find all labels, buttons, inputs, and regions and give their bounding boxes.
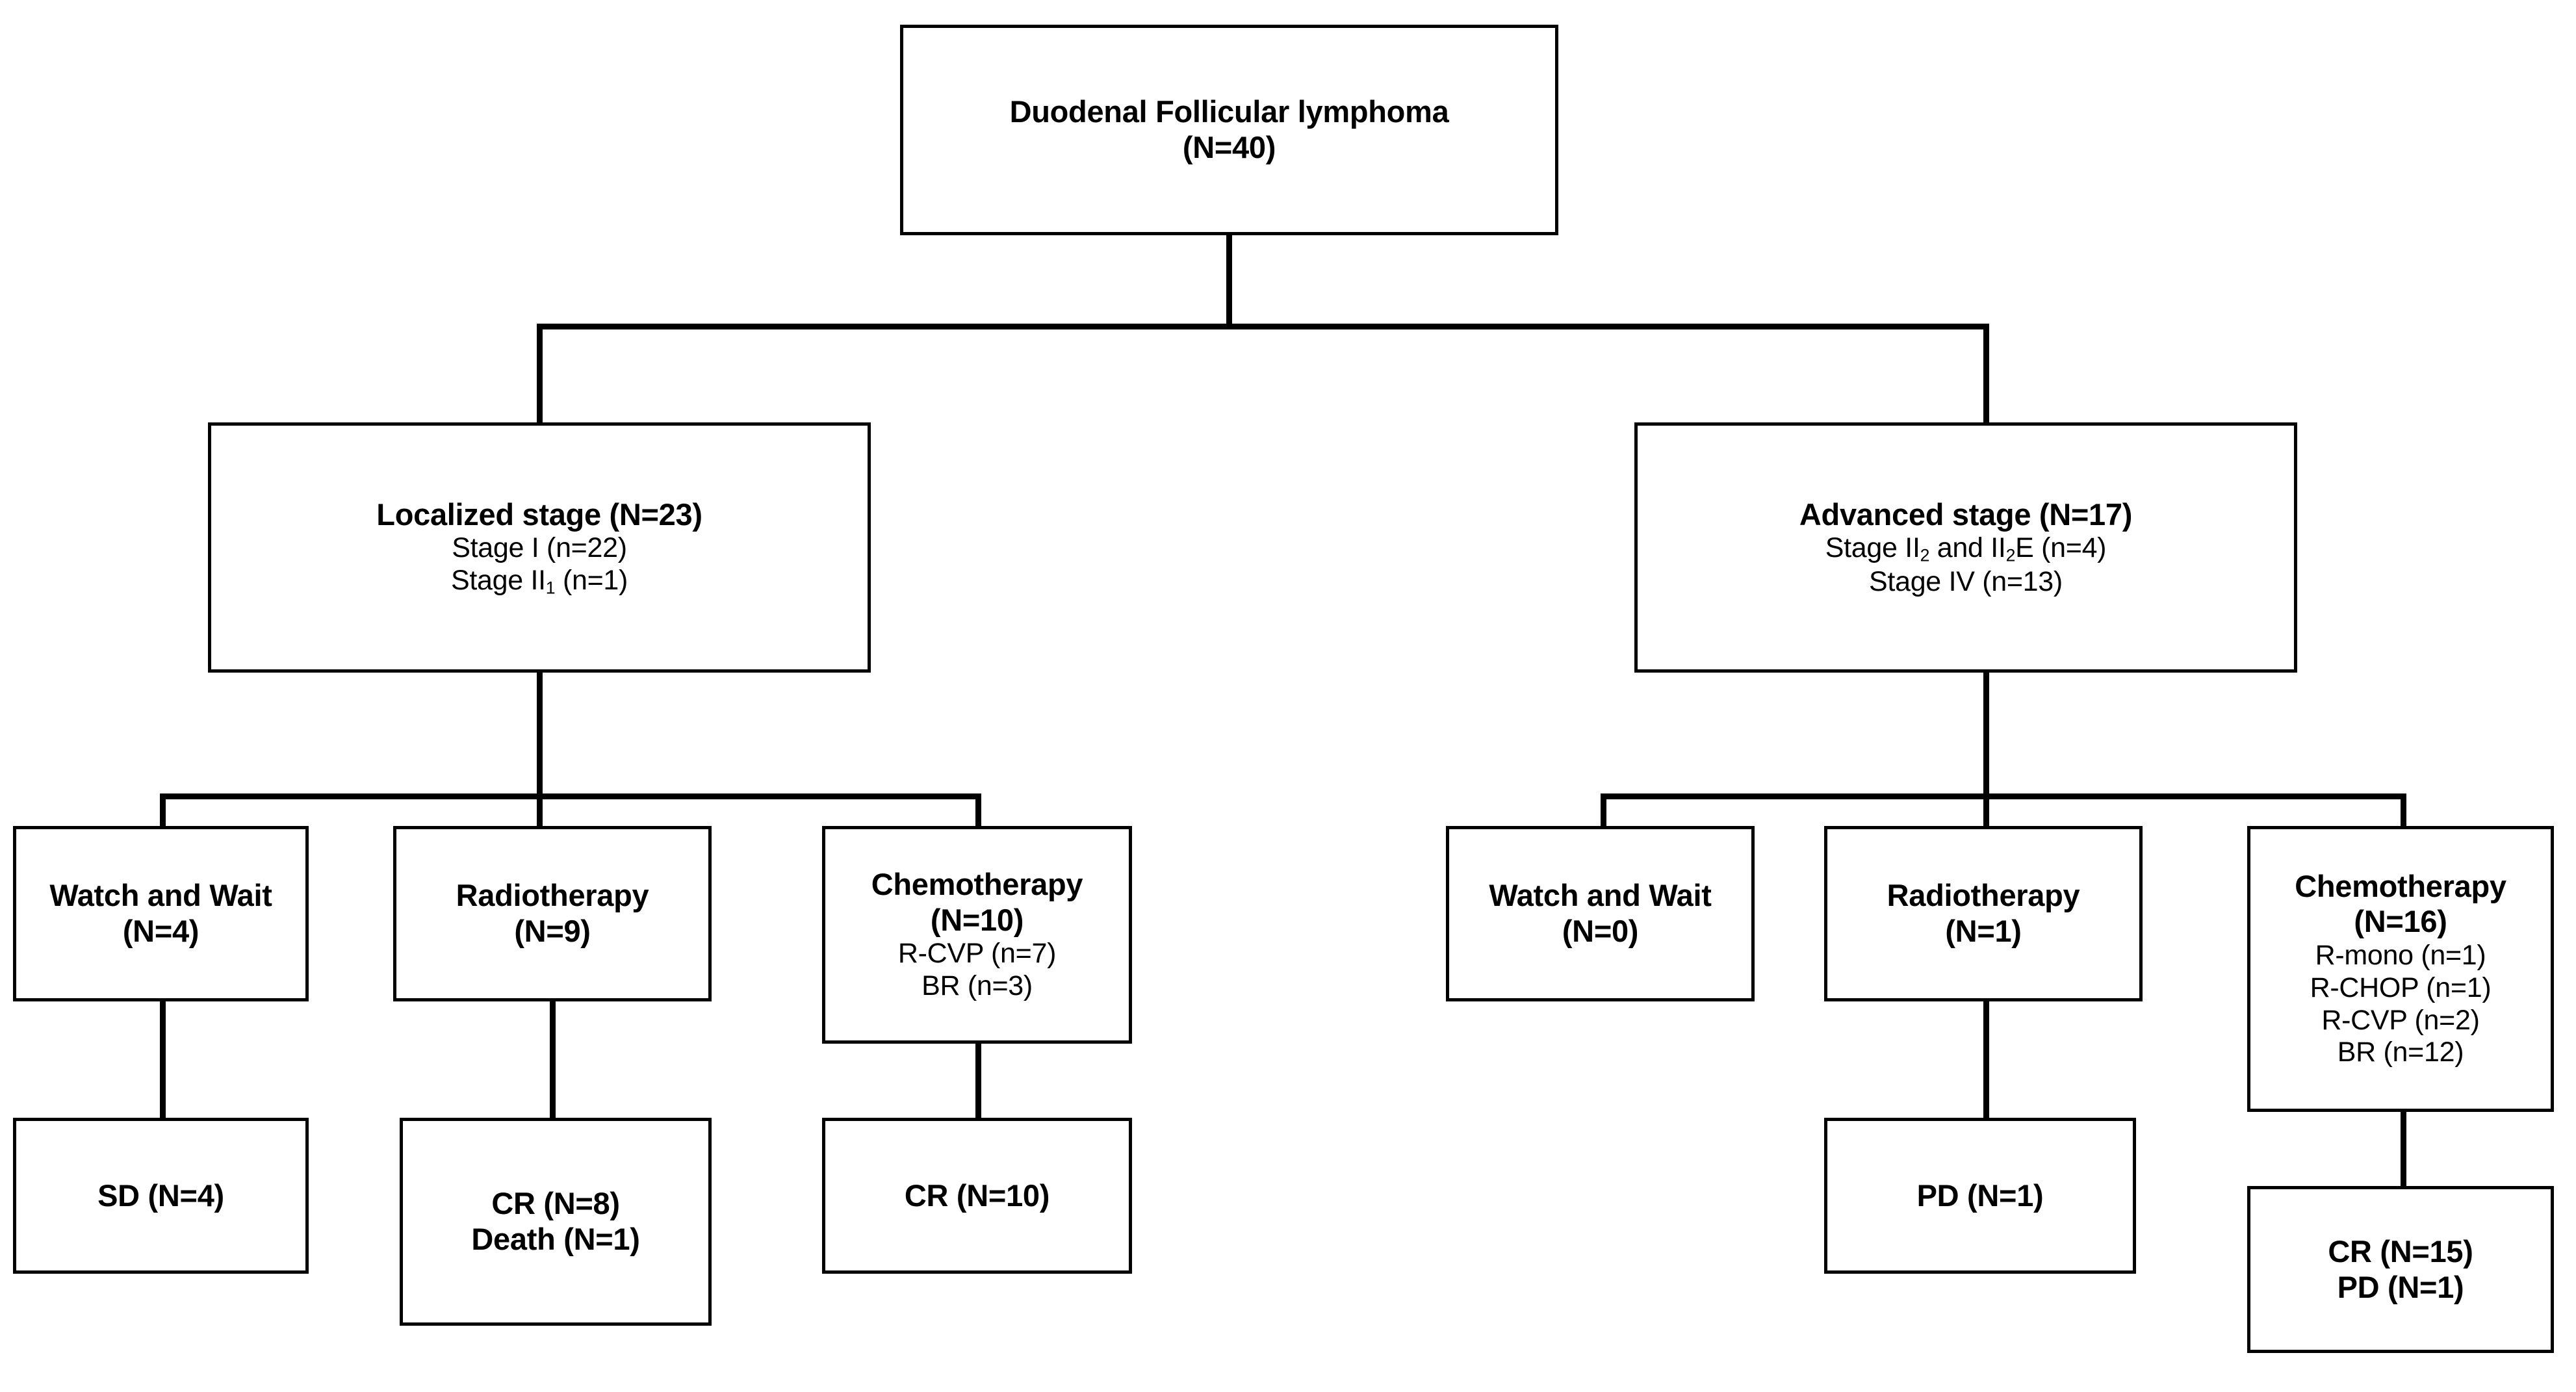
node-root: Duodenal Follicular lymphoma (N=40) xyxy=(900,25,1558,235)
node-localized-watch-outcome: SD (N=4) xyxy=(13,1118,309,1274)
connector-to-adv-radio xyxy=(1983,793,1989,827)
connector-level1-bus xyxy=(537,324,1989,329)
connector-adv-radio-to-outcome xyxy=(1983,1001,1989,1118)
node-loc-radio-title: Radiotherapy xyxy=(456,878,649,913)
node-advanced-chemo-outcome: CR (N=15) PD (N=1) xyxy=(2247,1186,2554,1353)
connector-to-loc-watch xyxy=(160,793,166,827)
node-localized-line2: Stage II1 (n=1) xyxy=(451,565,628,599)
node-advanced-radio-outcome: PD (N=1) xyxy=(1824,1118,2136,1274)
node-advanced-stage: Advanced stage (N=17) Stage II2 and II2E… xyxy=(1634,422,2297,673)
node-localized-stage: Localized stage (N=23) Stage I (n=22) St… xyxy=(208,422,871,673)
connector-to-loc-radio xyxy=(537,793,543,827)
stage-ii2-count: E (n=4) xyxy=(2015,532,2107,564)
node-root-title: Duodenal Follicular lymphoma xyxy=(1009,94,1449,129)
stage-two-label: Stage II xyxy=(450,564,546,596)
connector-right-treatment-bus xyxy=(1601,793,2406,799)
connector-left-treatment-bus xyxy=(160,793,981,799)
node-advanced-radiotherapy: Radiotherapy (N=1) xyxy=(1824,826,2143,1001)
node-localized-chemo-outcome: CR (N=10) xyxy=(822,1118,1132,1274)
node-localized-chemotherapy: Chemotherapy (N=10) R-CVP (n=7) BR (n=3) xyxy=(822,826,1132,1044)
node-adv-radio-outcome-line1: PD (N=1) xyxy=(1916,1178,2044,1213)
connector-to-loc-chemo xyxy=(975,793,981,827)
connector-root-stem xyxy=(1226,235,1232,326)
node-loc-watch-count: (N=4) xyxy=(122,914,200,948)
node-adv-radio-title: Radiotherapy xyxy=(1887,878,2080,913)
node-loc-chemo-outcome-line1: CR (N=10) xyxy=(904,1178,1050,1213)
node-localized-radiotherapy: Radiotherapy (N=9) xyxy=(393,826,712,1001)
node-loc-chemo-regimen-1: BR (n=3) xyxy=(921,970,1033,1002)
node-adv-chemo-title: Chemotherapy xyxy=(2295,868,2506,903)
node-localized-radio-outcome: CR (N=8) Death (N=1) xyxy=(400,1118,712,1326)
node-adv-radio-count: (N=1) xyxy=(1945,914,2022,948)
connector-adv-chemo-to-outcome xyxy=(2401,1112,2406,1187)
node-loc-radio-outcome-line1: CR (N=8) xyxy=(491,1186,620,1221)
node-adv-chemo-count: (N=16) xyxy=(2354,904,2447,939)
stage-ii2-subscript-a: 2 xyxy=(1920,545,1930,565)
stage-two-subscript: 1 xyxy=(545,578,556,598)
node-loc-chemo-count: (N=10) xyxy=(930,902,1024,937)
node-loc-radio-count: (N=9) xyxy=(514,914,591,948)
stage-ii2-label: Stage II xyxy=(1825,532,1920,564)
node-advanced-line2: Stage IV (n=13) xyxy=(1869,565,2063,597)
node-loc-watch-outcome-line1: SD (N=4) xyxy=(97,1178,224,1213)
node-adv-watch-title: Watch and Wait xyxy=(1489,878,1712,913)
node-adv-chemo-regimen-2: R-CVP (n=2) xyxy=(2321,1004,2480,1036)
connector-localized-stem xyxy=(537,673,543,796)
node-root-count: (N=40) xyxy=(1182,130,1276,164)
node-adv-chemo-outcome-line1: CR (N=15) xyxy=(2328,1233,2473,1269)
node-adv-chemo-regimen-1: R-CHOP (n=1) xyxy=(2310,972,2492,1003)
node-advanced-line1: Stage II2 and II2E (n=4) xyxy=(1825,532,2107,566)
node-adv-chemo-regimen-3: BR (n=12) xyxy=(2337,1037,2464,1068)
connector-advanced-stem xyxy=(1983,673,1989,796)
connector-to-adv-watch xyxy=(1601,793,1606,827)
stage-ii2-subscript-b: 2 xyxy=(2005,545,2016,565)
node-adv-watch-count: (N=0) xyxy=(1562,914,1639,948)
stage-ii2-and: and II xyxy=(1929,532,2006,564)
connector-loc-chemo-to-outcome xyxy=(975,1044,981,1118)
node-loc-radio-outcome-line2: Death (N=1) xyxy=(471,1222,640,1256)
connector-to-localized xyxy=(537,324,543,425)
connector-loc-radio-to-outcome xyxy=(550,1001,556,1118)
node-advanced-watch-and-wait: Watch and Wait (N=0) xyxy=(1446,826,1755,1001)
node-loc-chemo-regimen-0: R-CVP (n=7) xyxy=(897,938,1057,970)
node-advanced-chemotherapy: Chemotherapy (N=16) R-mono (n=1) R-CHOP … xyxy=(2247,826,2554,1112)
node-localized-line1: Stage I (n=22) xyxy=(452,532,627,564)
connector-to-adv-chemo xyxy=(2401,793,2406,827)
node-loc-chemo-title: Chemotherapy xyxy=(871,867,1083,902)
node-adv-chemo-regimen-0: R-mono (n=1) xyxy=(2315,939,2486,971)
node-advanced-title: Advanced stage (N=17) xyxy=(1799,496,2133,532)
node-localized-title: Localized stage (N=23) xyxy=(376,496,702,532)
connector-loc-watch-to-outcome xyxy=(160,1001,166,1118)
node-loc-watch-title: Watch and Wait xyxy=(49,878,272,913)
stage-two-count: (n=1) xyxy=(555,564,628,596)
connector-to-advanced xyxy=(1983,324,1989,425)
node-localized-watch-and-wait: Watch and Wait (N=4) xyxy=(13,826,309,1001)
node-adv-chemo-outcome-line2: PD (N=1) xyxy=(2337,1269,2464,1304)
